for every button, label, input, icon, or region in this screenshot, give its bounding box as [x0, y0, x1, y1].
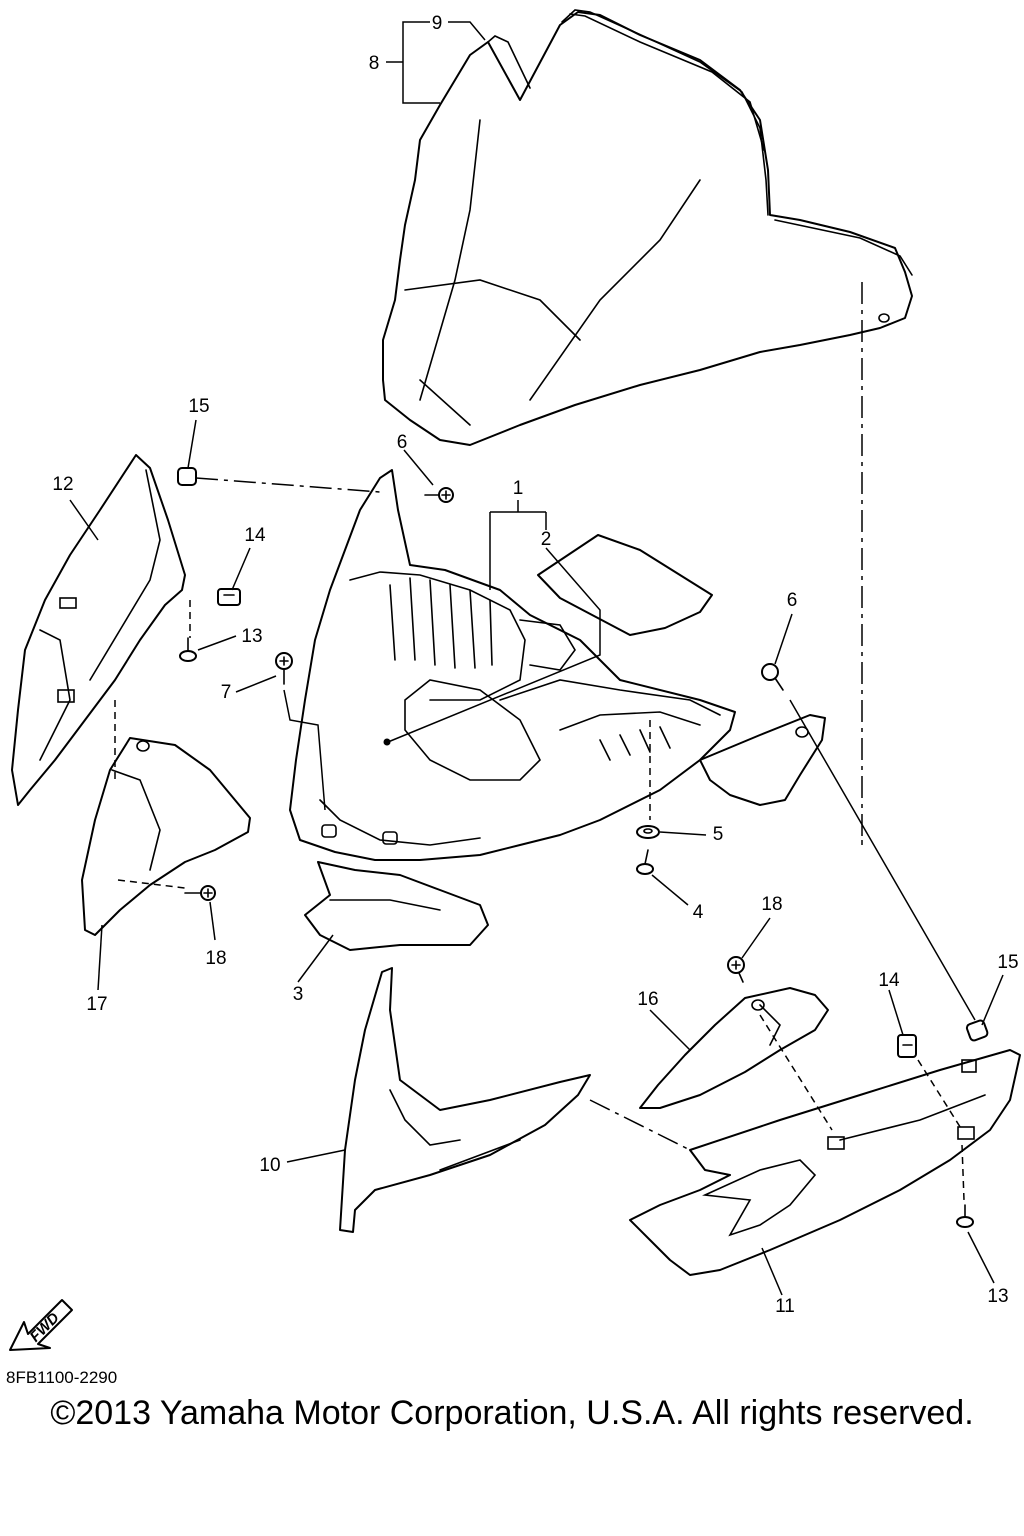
- inner-panel-part: [289, 469, 736, 861]
- bolt-4: [636, 849, 654, 875]
- insulator-sheet-part: [537, 534, 713, 636]
- callout-leaders: [69, 419, 1004, 1296]
- callout-16: 16: [637, 989, 658, 1010]
- screw-18-right: [727, 956, 745, 983]
- callout-13-right: 13: [987, 1286, 1008, 1307]
- nut-14-right: [897, 1034, 917, 1058]
- callout-5: 5: [713, 824, 724, 845]
- left-duct-part: [81, 737, 251, 936]
- drawing-code: 8FB1100-2290: [6, 1368, 118, 1387]
- callout-18-right: 18: [761, 894, 782, 915]
- washer-5: [636, 825, 660, 839]
- callout-18-left: 18: [205, 948, 226, 969]
- callout-7: 7: [221, 682, 232, 703]
- callout-numbers: 1 2 3 4 5 6 6 7 8 9 10 11 12 13 13 14 14…: [52, 13, 1018, 1317]
- callout-1: 1: [513, 478, 524, 499]
- callout-10: 10: [259, 1155, 280, 1176]
- right-lower-cowl-part: [629, 1049, 1021, 1276]
- callout-9: 9: [432, 13, 443, 34]
- fwd-arrow-icon: FWD: [9, 1299, 73, 1351]
- callout-17: 17: [86, 994, 107, 1015]
- callout-4: 4: [693, 902, 704, 923]
- screw-13-right: [956, 1204, 974, 1228]
- screw-6-right: [761, 663, 784, 691]
- right-scoop-part: [639, 987, 829, 1109]
- callout-15-left: 15: [188, 396, 209, 417]
- callout-6-right: 6: [787, 590, 798, 611]
- lower-duct-part: [304, 861, 489, 951]
- collar-15-right: [965, 1019, 989, 1042]
- screw-18-left: [184, 885, 216, 901]
- callout-brackets: [386, 21, 601, 743]
- lower-cowl-front-part: [339, 967, 591, 1233]
- callout-14-left: 14: [244, 525, 266, 546]
- nut-14-left: [217, 588, 241, 606]
- copyright-notice: ©2013 Yamaha Motor Corporation, U.S.A. A…: [50, 1394, 974, 1432]
- callout-8: 8: [369, 53, 380, 74]
- screw-6-upper: [424, 487, 454, 503]
- callout-11: 11: [775, 1296, 795, 1317]
- windshield-part: [382, 9, 913, 446]
- callout-3: 3: [293, 984, 304, 1005]
- assembly-lines: [114, 282, 976, 1201]
- callout-2: 2: [541, 529, 552, 550]
- callout-13-left: 13: [241, 626, 262, 647]
- left-side-panel-part: [11, 454, 186, 806]
- callout-12: 12: [52, 474, 73, 495]
- screw-7: [275, 652, 293, 685]
- callout-6-upper: 6: [397, 432, 408, 453]
- callout-14-right: 14: [878, 970, 900, 991]
- collar-15-left: [177, 467, 197, 486]
- callout-15-right: 15: [997, 952, 1018, 973]
- screw-13-left: [179, 637, 197, 662]
